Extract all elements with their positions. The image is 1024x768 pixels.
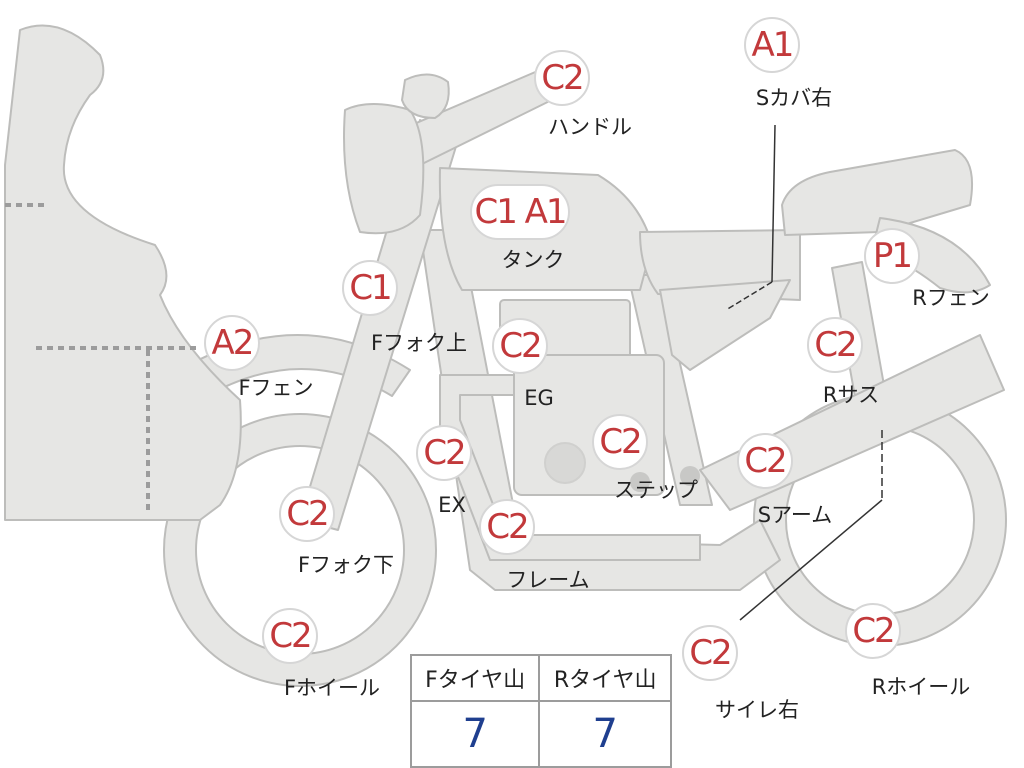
- grade-badge-swing-arm: C2: [737, 433, 793, 489]
- silencer-leader-line: [739, 499, 883, 621]
- grade-badge-scover-right: A1: [744, 17, 800, 73]
- part-label-swing-arm: Sアーム: [757, 503, 833, 527]
- side-cover-shape: [659, 279, 791, 371]
- grade-badge-rear-fender: P1: [864, 228, 920, 284]
- grade-badge-front-fender: A2: [204, 315, 260, 371]
- tail-cowl-shape: [781, 149, 974, 236]
- part-label-exhaust: EX: [438, 493, 466, 517]
- part-label-silencer-right: サイレ右: [715, 698, 799, 722]
- part-label-engine: EG: [524, 386, 554, 410]
- grade-badge-engine: C2: [492, 318, 548, 374]
- rear-tire-tread-value: 7: [538, 700, 672, 768]
- grade-badge-rear-wheel: C2: [845, 603, 901, 659]
- front-cowl-shape: [4, 24, 242, 521]
- grade-badge-front-fork-upper: C1: [342, 260, 398, 316]
- grade-badge-front-wheel: C2: [262, 608, 318, 664]
- grade-badge-silencer-right: C2: [682, 625, 738, 681]
- grade-badge-front-fork-lower: C2: [279, 486, 335, 542]
- scover-leader-line: [771, 124, 776, 283]
- part-label-front-fender: Fフェン: [238, 376, 314, 400]
- tire-table-value-row: 7 7: [409, 700, 672, 768]
- part-label-front-wheel: Fホイール: [283, 676, 381, 700]
- grade-badge-handle: C2: [534, 50, 590, 106]
- rear-tire-tread-header: Rタイヤ山: [538, 654, 672, 702]
- headlight-shape: [343, 103, 425, 235]
- grade-badge-step: C2: [592, 414, 648, 470]
- part-label-rear-wheel: Rホイール: [871, 675, 971, 699]
- grade-badge-rear-suspension: C2: [807, 317, 863, 373]
- part-label-handle: ハンドル: [548, 115, 632, 139]
- tire-table-header-row: Fタイヤ山 Rタイヤ山: [409, 654, 672, 702]
- grade-badge-frame: C2: [479, 499, 535, 555]
- grade-badge-exhaust: C2: [416, 425, 472, 481]
- part-label-frame: フレーム: [506, 568, 590, 592]
- grade-badge-tank: C1 A1: [470, 184, 570, 240]
- front-tire-tread-header: Fタイヤ山: [409, 654, 541, 702]
- part-label-tank: タンク: [501, 248, 565, 272]
- part-label-front-fork-upper: Fフォク上: [370, 331, 468, 355]
- front-tire-tread-value: 7: [409, 700, 541, 768]
- part-label-step: ステップ: [614, 478, 698, 502]
- part-label-front-fork-lower: Fフォク下: [297, 553, 395, 577]
- part-label-rear-suspension: Rサス: [822, 383, 880, 407]
- part-label-rear-fender: Rフェン: [912, 286, 990, 310]
- tire-tread-table: Fタイヤ山 Rタイヤ山 7 7: [409, 654, 672, 768]
- part-label-scover-right: Sカバ右: [755, 86, 833, 110]
